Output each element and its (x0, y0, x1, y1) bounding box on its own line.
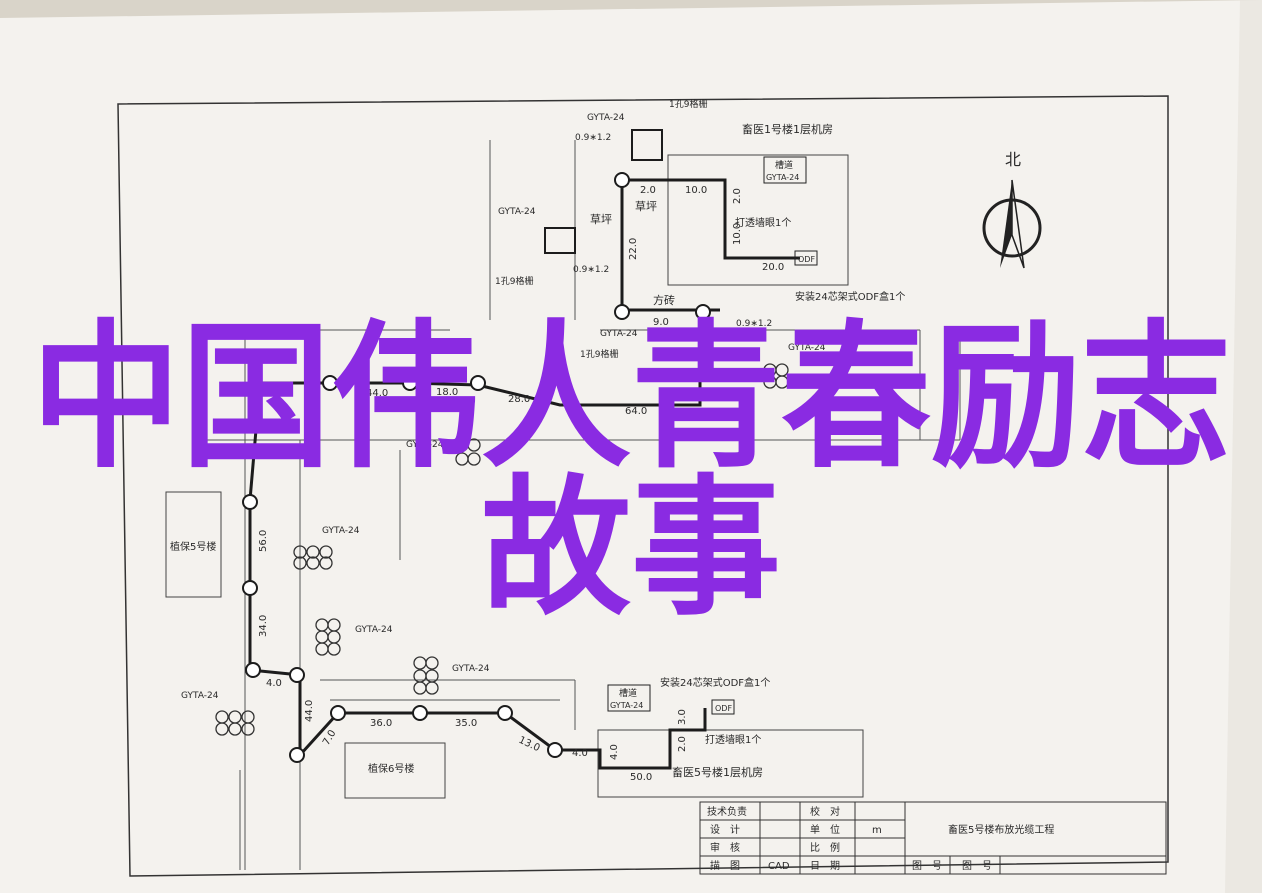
odf-box-top (794, 250, 818, 266)
grate-label-left: 1孔9格栅 (495, 275, 533, 287)
cable-label-center: GYTA-24 (406, 440, 444, 450)
tb-project: 畜医5号楼布放光缆工程 (948, 823, 1054, 836)
pierce-label-bottom: 打透墙眼1个 (705, 733, 761, 746)
manholes (242, 172, 711, 763)
cable-label-left-bottom: GYTA-24 (181, 691, 219, 701)
cable-label-b5b: GYTA-24 (355, 625, 393, 635)
building-5 (165, 491, 222, 598)
ratio-label-top: 0.9∗1.2 (575, 133, 611, 143)
tb-cell: 校 对 (810, 805, 840, 818)
cable-label-b6: GYTA-24 (452, 664, 490, 674)
distance-label: 34.0 (258, 615, 269, 637)
distance-label: 44.0 (304, 700, 315, 722)
cable-route-main (248, 312, 707, 770)
tb-cell: 图 号 (962, 860, 992, 872)
grass-label-2: 草坪 (635, 200, 657, 213)
tb-cell: m (872, 825, 882, 836)
distance-label: 10.0 (685, 185, 707, 196)
title-block (699, 801, 1167, 875)
distance-label: 35.0 (455, 718, 477, 729)
tb-cell: 描 图 (710, 859, 740, 872)
north-label: 北 (1005, 150, 1021, 169)
tb-cell: 图 号 (912, 860, 942, 872)
distance-label: 9.0 (653, 317, 669, 328)
channel-box-top (763, 156, 807, 184)
distance-label: 2.0 (677, 736, 688, 752)
odf-box-bottom (711, 699, 735, 715)
channel-cable-bottom: GYTA-24 (610, 701, 643, 710)
drawing-frame (117, 95, 1169, 877)
distance-label: 28.0 (508, 394, 530, 405)
distance-label: 44.0 (366, 388, 388, 399)
distance-label: 22.0 (628, 238, 639, 260)
distance-label: 4.0 (266, 678, 282, 689)
tb-cell: 日 期 (810, 860, 840, 872)
distance-label: 64.0 (625, 406, 647, 417)
pierce-label-top: 打透墙眼1个 (735, 216, 791, 229)
odf-label-bottom: ODF (715, 704, 732, 713)
install-label-top: 安装24芯架式ODF盒1个 (795, 290, 905, 303)
distance-label: 2.0 (640, 185, 656, 196)
room-top-label: 畜医1号楼1层机房 (742, 122, 833, 136)
building-top-room (667, 154, 849, 286)
ratio-label-right: 0.9∗1.2 (736, 319, 772, 329)
cable-label-left: GYTA-24 (498, 207, 536, 217)
north-arrow-icon (982, 179, 1042, 269)
tb-cell: 技术负责 (707, 805, 747, 818)
distance-label: 18.0 (436, 387, 458, 398)
distance-label: 4.0 (609, 744, 620, 760)
title-block-text: 技术负责 校 对 设 计 单 位 m 审 核 比 例 描 图 CAD 日 期 图… (707, 805, 1054, 872)
tb-cell: 比 例 (810, 841, 840, 854)
distance-label: 10.0 (732, 223, 743, 245)
install-label-bottom: 安装24芯架式ODF盒1个 (660, 676, 770, 689)
cable-label-right: GYTA-24 (788, 343, 826, 353)
room-bottom-label: 畜医5号楼1层机房 (672, 765, 763, 779)
distance-label: 20.0 (762, 262, 784, 273)
odf-label-top: ODF (798, 255, 815, 264)
grass-label-1: 草坪 (590, 213, 612, 226)
paper-shadow (1225, 0, 1262, 893)
cable-label-top: GYTA-24 (587, 113, 625, 123)
overlay-title-line2: 故事 (481, 462, 781, 636)
building-6 (344, 742, 446, 799)
distance-label: 2.0 (732, 188, 743, 204)
cable-label-b5: GYTA-24 (322, 526, 360, 536)
channel-cable-top: GYTA-24 (766, 173, 799, 182)
building-6-label: 植保6号楼 (368, 762, 414, 775)
building-bottom-room (597, 729, 864, 798)
distance-label: 3.0 (677, 709, 688, 725)
cable-route-b (622, 178, 800, 260)
tb-cell: 设 计 (710, 823, 740, 836)
grate-label-mid: 1孔9格栅 (580, 348, 618, 360)
grate-label-top: 1孔9格栅 (669, 98, 707, 110)
ratio-label-left: 0.9∗1.2 (573, 265, 609, 275)
roads (205, 140, 961, 870)
building-5-label: 植保5号楼 (170, 540, 216, 553)
grate-icons (544, 129, 663, 254)
channel-box-bottom (607, 684, 651, 712)
channel-label-top: 槽道 (775, 159, 793, 171)
distance-label: 56.0 (258, 530, 269, 552)
cable-label-mid: GYTA-24 (600, 329, 638, 339)
distance-label: 36.0 (370, 718, 392, 729)
tb-cell: CAD (768, 861, 790, 872)
overlay-title-line1: 中国伟人青春励志 (31, 306, 1231, 490)
channel-label-bottom: 槽道 (619, 687, 637, 699)
distance-label: 50.0 (630, 772, 652, 783)
tb-cell: 单 位 (810, 823, 840, 836)
distance-label: 4.0 (572, 748, 588, 759)
brick-label: 方砖 (653, 293, 675, 307)
tb-cell: 审 核 (710, 841, 740, 854)
cable-bundle-icons (215, 363, 789, 736)
